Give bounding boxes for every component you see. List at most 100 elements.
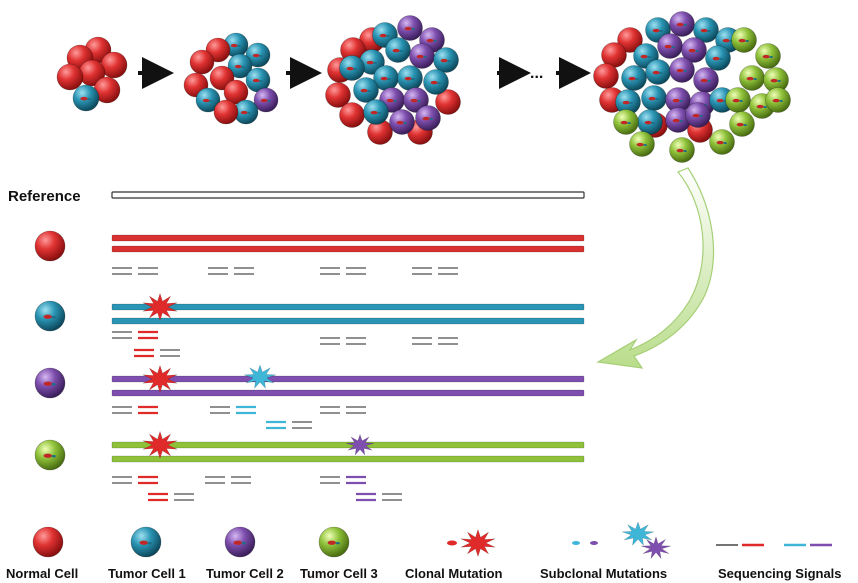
tumor-cell-3 [729,111,755,137]
tumor-cell-1 [433,47,459,73]
tumor-cell-1 [363,99,389,125]
tumor-cell-3 [669,137,695,163]
tumor-cell-1 [641,85,667,111]
tumor-cell-2 [253,87,279,113]
dna-strand [111,303,585,311]
tumor-cell-2 [415,105,441,131]
tumor-cell-1 [423,69,449,95]
legend-tumor-cell-2-label: Tumor Cell 2 [206,566,284,581]
subclonal-mutation-star [244,364,276,390]
tumor-cell-3 [739,65,765,91]
tumor-evolution-clusters [56,11,791,163]
tumor-cell-2 [397,15,423,41]
dna-strand [111,234,585,242]
tumor-cell-3 [725,87,751,113]
legend-subclonal-star-purple [641,535,671,560]
tumor-cell-2 [665,107,691,133]
normal-cell [34,230,66,262]
sequencing-read-pair [266,420,312,430]
dna-strand [111,317,585,325]
sequencing-read-pair [412,337,458,345]
tumor-cell-1 [72,84,100,112]
ellipsis: ... [530,65,543,82]
legend [32,521,832,560]
sequencing-read-pair [320,406,366,414]
dna-strand [111,245,585,253]
dna-strand [111,375,585,383]
normal-cell [213,99,239,125]
tumor-cell-1 [645,59,671,85]
legend-clonal-dot [447,540,457,546]
sequencing-read-pair [112,405,158,415]
tumor-cell-1 [621,65,647,91]
tumor-cell-1 [223,32,249,58]
sequencing-read-pair [210,405,256,415]
tumor-cell-1 [339,55,365,81]
genome-rows [34,230,585,502]
legend-sequencing-signals-label: Sequencing Signals [718,566,842,581]
sequencing-read-pair [148,492,194,502]
sequencing-read-pair [320,337,366,345]
sequencing-read-pair [112,267,158,275]
normal-cell [223,79,249,105]
tumor-cell-1 [615,89,641,115]
legend-clonal-mutation-label: Clonal Mutation [405,566,503,581]
dna-strand [111,389,585,397]
tumor-cell-1 [353,77,379,103]
tumor-cell-2 [389,109,415,135]
tumor-cell-3 [755,43,781,69]
tumor-cell-1 [705,45,731,71]
tumor-cell-2 [224,526,256,558]
tumor-cell-2 [657,33,683,59]
tumor-cell-2 [669,57,695,83]
tumor-cell-1 [227,53,253,79]
tumor-cell-2 [409,43,435,69]
tumor-cell-1 [130,526,162,558]
sequencing-read-pair [356,492,402,502]
sequencing-read-pair [320,475,366,485]
tumor-cell-1 [245,42,271,68]
tumor-cell-2 [681,37,707,63]
tumor-cell-3 [613,109,639,135]
tumor-cell-1 [385,37,411,63]
legend-normal-cell-label: Normal Cell [6,566,78,581]
legend-subclonal-mutations-label: Subclonal Mutations [540,566,667,581]
tumor-cell-3 [763,67,789,93]
tumor-cell-2 [693,67,719,93]
curved-sampling-arrow [596,167,715,369]
clonal-mutation-star [142,292,178,322]
dna-strand [111,455,585,463]
normal-cell [593,63,619,89]
tumor-cell-3 [318,526,350,558]
normal-cell [325,82,351,108]
tumor-cell-1 [233,99,259,125]
tumor-cell-1 [397,65,423,91]
tumor-cell-2 [669,11,695,37]
normal-cell [617,27,643,53]
normal-cell [32,526,64,558]
legend-clonal-star [460,528,496,558]
normal-cell [189,49,215,75]
tumor-cell-3 [709,129,735,155]
tumor-cell-3 [765,87,791,113]
tumor-cell-1 [34,300,66,332]
clonal-mutation-star [142,430,178,460]
legend-subclonal-star-blue [622,521,654,547]
dna-strand [111,441,585,449]
clonal-mutation-star [142,364,178,394]
tumor-cell-2 [403,87,429,113]
sequencing-read-pair [208,267,254,275]
sequencing-read-pair [134,348,180,358]
legend-tumor-cell-1-label: Tumor Cell 1 [108,566,186,581]
tumor-cell-3 [629,131,655,157]
normal-cell [56,63,84,91]
tumor-cell-2 [685,102,711,128]
tumor-cell-1 [637,109,663,135]
tumor-cell-3 [731,27,757,53]
tumor-cell-1 [693,17,719,43]
reference-label: Reference [8,188,81,205]
normal-cell [339,102,365,128]
subclonal-mutation-star [346,433,374,456]
sequencing-read-pair [205,476,251,484]
